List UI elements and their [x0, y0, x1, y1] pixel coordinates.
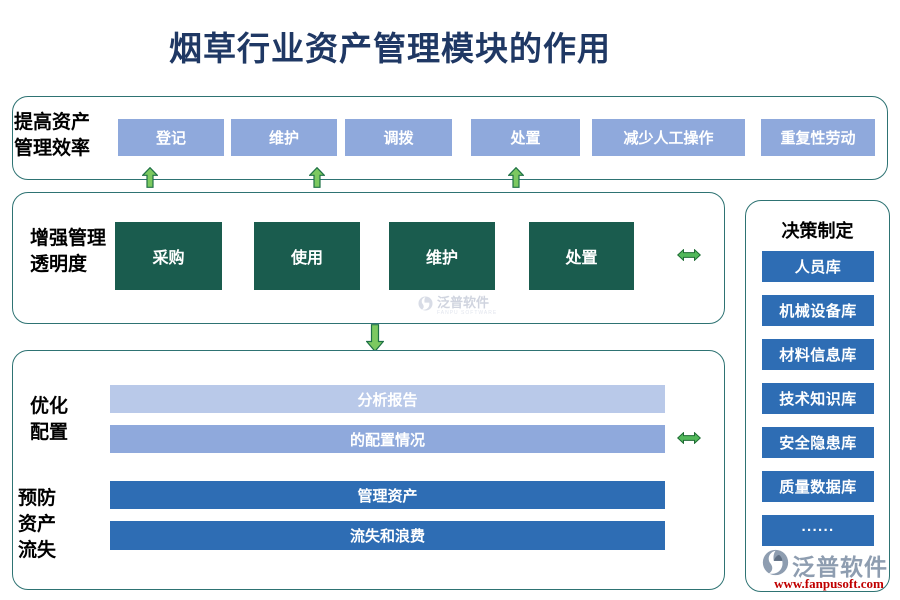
db-quality-data: 质量数据库 — [762, 471, 874, 502]
bar-analysis-report: 分析报告 — [110, 385, 665, 413]
up-arrow-icon — [507, 166, 525, 188]
bar-manage-assets: 管理资产 — [110, 481, 665, 509]
page-title: 烟草行业资产管理模块的作用 — [169, 30, 611, 67]
fanpu-logo-text: 泛普软件 — [792, 554, 888, 580]
watermark: 泛普软件 FANPU SOFTWARE — [418, 296, 497, 316]
node-register: 登记 — [118, 119, 224, 156]
db-safety-hazard: 安全隐患库 — [762, 427, 874, 458]
fanpu-logo: 泛普软件 — [762, 548, 888, 582]
panel-decision-making: 决策制定 人员库 机械设备库 材料信息库 技术知识库 安全隐患库 质量数据库 ·… — [745, 200, 890, 592]
panel-title: 决策制定 — [781, 221, 854, 241]
double-arrow-icon — [676, 431, 702, 445]
node-disposal: 处置 — [529, 222, 634, 290]
node-usage: 使用 — [254, 222, 360, 290]
up-arrow-icon — [141, 166, 159, 188]
section1-label: 提高资产 管理效率 — [14, 112, 91, 159]
node-repetitive: 重复性劳动 — [761, 119, 875, 156]
section2-label: 增强管理 透明度 — [30, 228, 107, 275]
db-tech-knowledge: 技术知识库 — [762, 383, 874, 414]
db-machinery: 机械设备库 — [762, 295, 874, 326]
node-reduce-manual: 减少人工操作 — [592, 119, 745, 156]
node-maintenance: 维护 — [389, 222, 495, 290]
db-personnel: 人员库 — [762, 251, 874, 282]
node-dispose: 处置 — [471, 119, 580, 156]
section3-label-optimize: 优化 配置 — [30, 396, 69, 443]
db-materials: 材料信息库 — [762, 339, 874, 370]
double-arrow-icon — [676, 248, 702, 262]
node-procurement: 采购 — [115, 222, 222, 290]
watermark-logo-icon — [418, 296, 433, 316]
bar-allocation-status: 的配置情况 — [110, 425, 665, 453]
section3-label-prevent: 预防 资产 流失 — [18, 488, 57, 561]
fanpu-logo-icon — [762, 549, 789, 581]
fanpu-logo-url: www.fanpusoft.com — [774, 576, 884, 591]
bar-loss-waste: 流失和浪费 — [110, 521, 665, 550]
down-arrow-icon — [365, 324, 385, 353]
node-maintain: 维护 — [231, 119, 337, 156]
watermark-subtext: FANPU SOFTWARE — [437, 310, 498, 316]
node-transfer: 调拨 — [345, 119, 452, 156]
up-arrow-icon — [308, 166, 326, 188]
watermark-text: 泛普软件 — [437, 295, 490, 310]
db-more: ······ — [762, 515, 874, 546]
